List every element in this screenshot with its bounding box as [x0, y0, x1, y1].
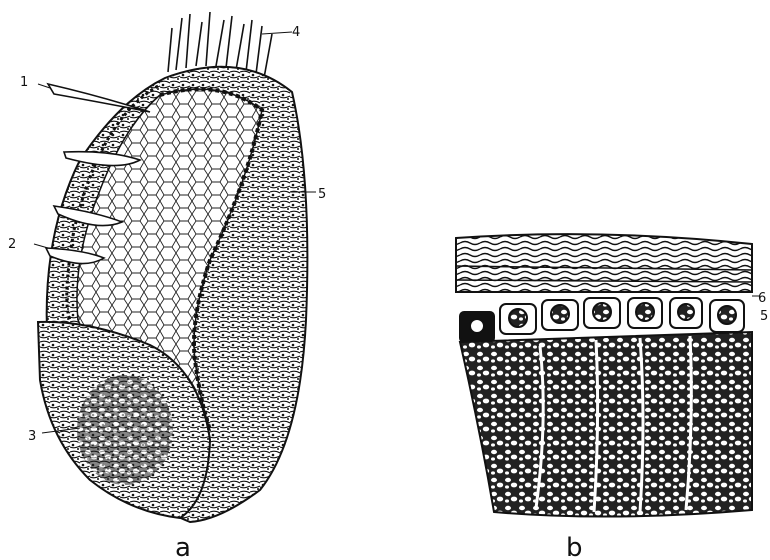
panel-caption-b: b — [566, 533, 583, 560]
starchy-endosperm — [460, 332, 752, 517]
callout-a-1: 1 — [20, 75, 28, 90]
callout-a-2: 2 — [8, 237, 16, 252]
callout-b-6: 6 — [758, 291, 766, 306]
panel-a: 1 2 3 4 5 a — [8, 12, 326, 560]
callout-line-4 — [262, 32, 292, 34]
callout-b-5: 5 — [760, 309, 768, 324]
embryo-core — [77, 375, 173, 485]
callout-a-4: 4 — [292, 25, 300, 40]
callout-line-2 — [34, 244, 48, 248]
callout-a-3: 3 — [28, 429, 36, 444]
pericarp-band — [456, 234, 752, 292]
panel-caption-a: a — [175, 533, 191, 560]
panel-b: 6 5 b — [456, 234, 768, 560]
callout-a-5: 5 — [318, 187, 326, 202]
